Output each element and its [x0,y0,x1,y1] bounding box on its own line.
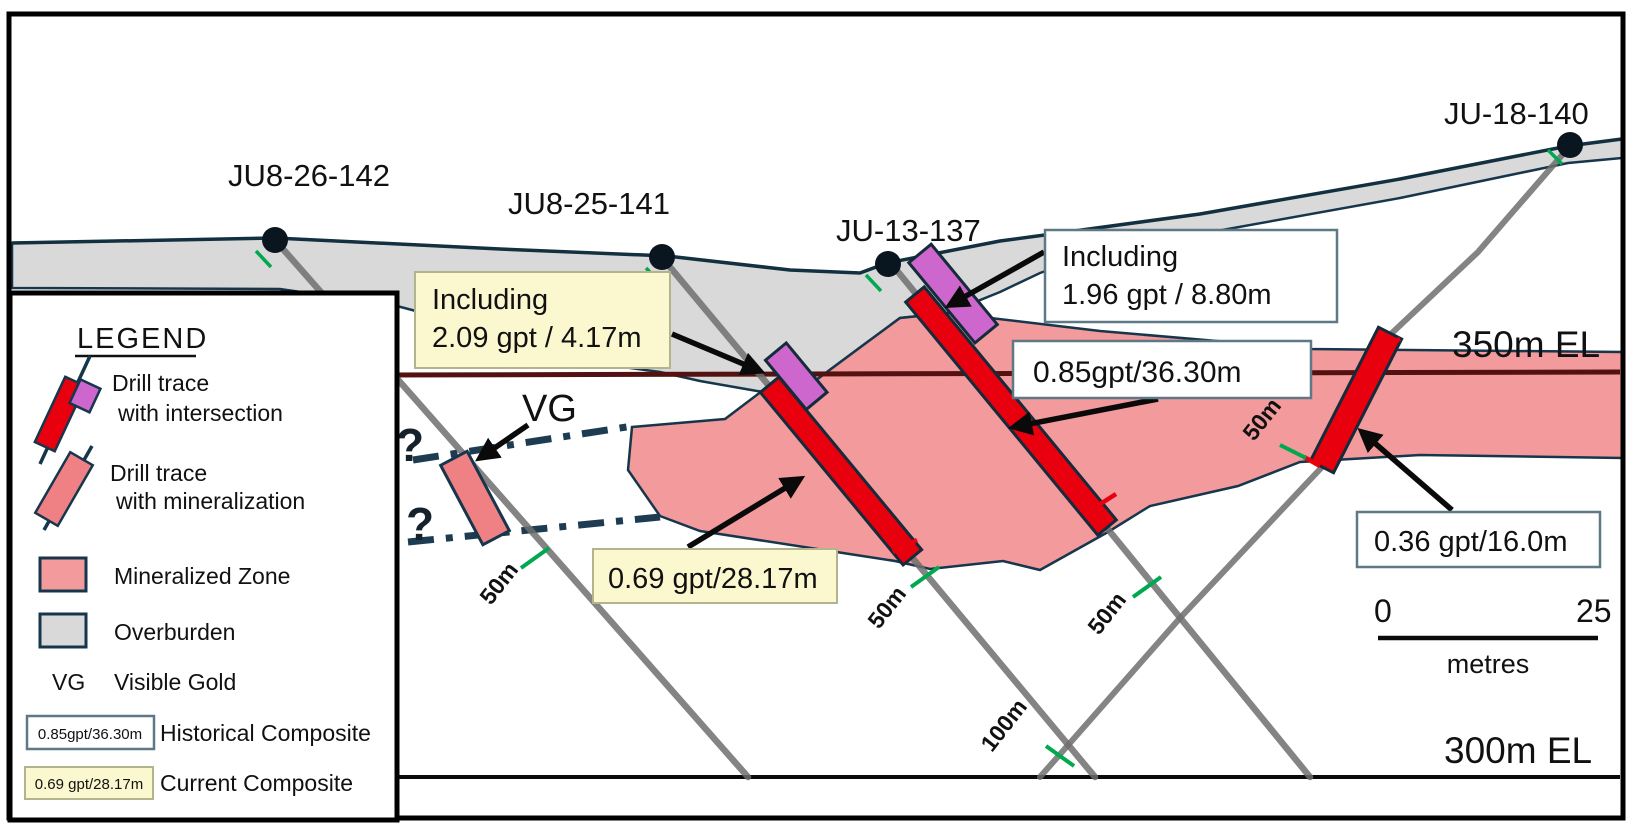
interval-bar-ju-13-137 [903,284,1119,538]
legend-label: Current Composite [160,770,353,796]
elevation-label-350m: 350m EL [1452,324,1600,365]
vg-annotation: VG [522,388,577,430]
collar-ju-18-140 [1557,132,1583,158]
legend-swatch-overburden [38,612,88,649]
elevation-label-300m: 300m EL [1444,730,1592,771]
callout-text: 0.85gpt/36.30m [1033,356,1242,389]
hole-label-ju8-25-141: JU8-25-141 [508,186,670,221]
elevation-line-350m [381,369,1621,378]
inferred-extension-upper [412,422,634,464]
callout-text: 0.69 gpt/28.17m [608,563,818,595]
legend-label: Overburden [114,619,235,645]
hole-label-ju-18-140: JU-18-140 [1444,96,1589,131]
hole-label-ju-13-137: JU-13-137 [836,213,981,248]
callout-text: 2.09 gpt / 4.17m [432,322,642,354]
vg-mineralization-bar [438,449,512,547]
interval-end-ticks [891,336,1401,555]
legend-sample-historical: 0.85gpt/36.30m [38,726,142,743]
legend-panel: LEGEND Drill trace with intersection Dri… [7,290,400,823]
depth-label-100m: 100m [975,694,1032,756]
scale-end: 25 [1576,593,1612,629]
question-mark-lower: ? [406,498,434,550]
callout-including-current: Including 2.09 gpt / 4.17m [414,271,671,369]
legend-swatch-current [24,766,154,800]
legend-label: Historical Composite [160,720,371,746]
legend-title: LEGEND [77,323,208,355]
collar-ticks [254,148,1564,293]
legend-label: Drill trace [110,460,207,486]
depth-label-50m-hole141: 50m [862,581,911,633]
hole-label-ju8-26-142: JU8-26-142 [228,158,390,193]
surface-topography-line [11,137,1623,275]
legend-label: Visible Gold [114,669,236,695]
callout-including-historical: Including 1.96 gpt / 8.80m [1043,228,1339,324]
legend-swatch-mineralized-zone [38,556,88,593]
depth-label-50m-hole137: 50m [1082,587,1131,639]
callout-text: Including [432,284,548,316]
legend-sample-current: 0.69 gpt/28.17m [35,776,143,793]
intersection-bar-ju8-25-141 [763,340,830,412]
legend-label: Mineralized Zone [114,563,290,589]
callout-text: 0.36 gpt/16.0m [1374,526,1567,558]
depth-label-50m-hole142: 50m [474,557,523,609]
callout-historical-085: 0.85gpt/36.30m [1011,339,1313,400]
callout-text: 1.96 gpt / 8.80m [1062,279,1272,311]
legend-label: with mineralization [115,488,305,514]
depth-ticks [519,443,1307,768]
legend-swatch-historical [25,714,156,751]
legend-symbol-mineralization [33,445,95,531]
collar-ju8-25-141 [649,244,675,270]
interval-bar-ju-18-140 [1308,325,1404,475]
scale-start: 0 [1374,593,1392,629]
callout-historical-036: 0.36 gpt/16.0m [1355,510,1602,569]
question-mark-upper: ? [396,419,424,471]
callout-text: Including [1062,241,1178,273]
legend-label: Drill trace [112,370,209,396]
legend-label: with intersection [117,400,283,426]
callout-arrows [475,249,1454,550]
collar-ju8-26-142 [262,227,288,253]
callout-current-069: 0.69 gpt/28.17m [592,548,838,604]
scale-bar: 0 25 metres [1374,593,1612,679]
interval-bar-ju8-25-141 [758,374,924,568]
collar-ju-13-137 [875,251,901,277]
scale-unit: metres [1447,649,1530,679]
legend-symbol-intersection [33,355,103,465]
legend-vg-abbr: VG [52,669,85,695]
